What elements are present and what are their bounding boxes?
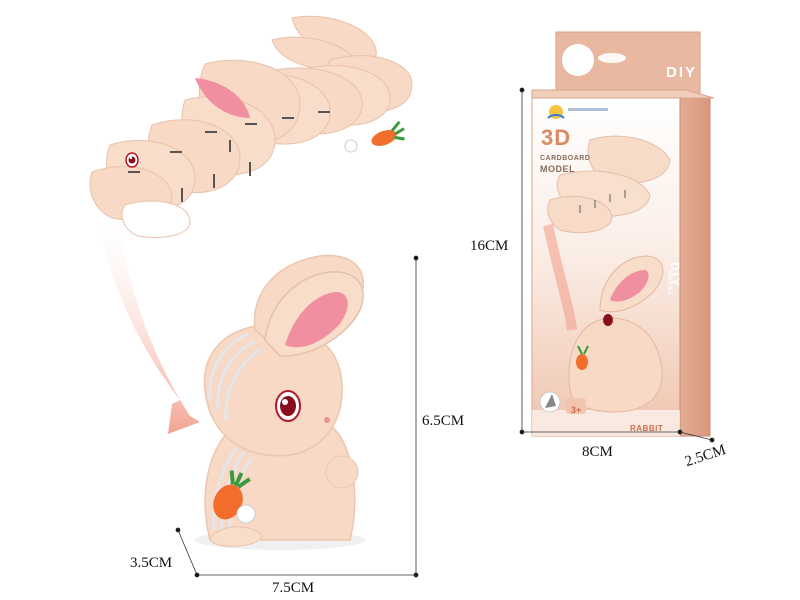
eye [125, 152, 139, 168]
box-subtitle-cardboard: CARDBOARD [540, 155, 591, 162]
box-dimension-lines [519, 87, 715, 443]
carrot-icon [213, 470, 251, 520]
rabbit-icon [568, 255, 664, 413]
box-height-label: 16CM [470, 238, 509, 254]
box-diy-label: DIY [666, 64, 698, 81]
box-subtitle-model: MODEL [540, 164, 575, 174]
carrot-icon [371, 120, 405, 146]
model-height-label: 6.5CM [422, 413, 465, 429]
ear-inner-layer [195, 78, 250, 118]
eye [275, 390, 301, 422]
curved-arrow-icon [96, 200, 200, 434]
exploded-layers [89, 15, 413, 238]
box-age-badge: 3+ [571, 405, 582, 415]
box-width-label: 8CM [582, 444, 613, 460]
box-side-model-label: MODEL [666, 270, 672, 297]
age-badge-icon [539, 391, 586, 414]
ear-inner [285, 292, 348, 348]
package-box [531, 31, 715, 437]
box-title-3d: 3D [541, 125, 572, 150]
model-dimension-lines [175, 255, 419, 578]
brand-logo-icon [547, 105, 565, 119]
model-width-label: 7.5CM [272, 580, 315, 596]
box-product-name: RABBIT [630, 424, 664, 433]
body-slices [89, 55, 413, 238]
model-depth-label: 3.5CM [130, 555, 173, 571]
rabbit-model [195, 254, 365, 550]
